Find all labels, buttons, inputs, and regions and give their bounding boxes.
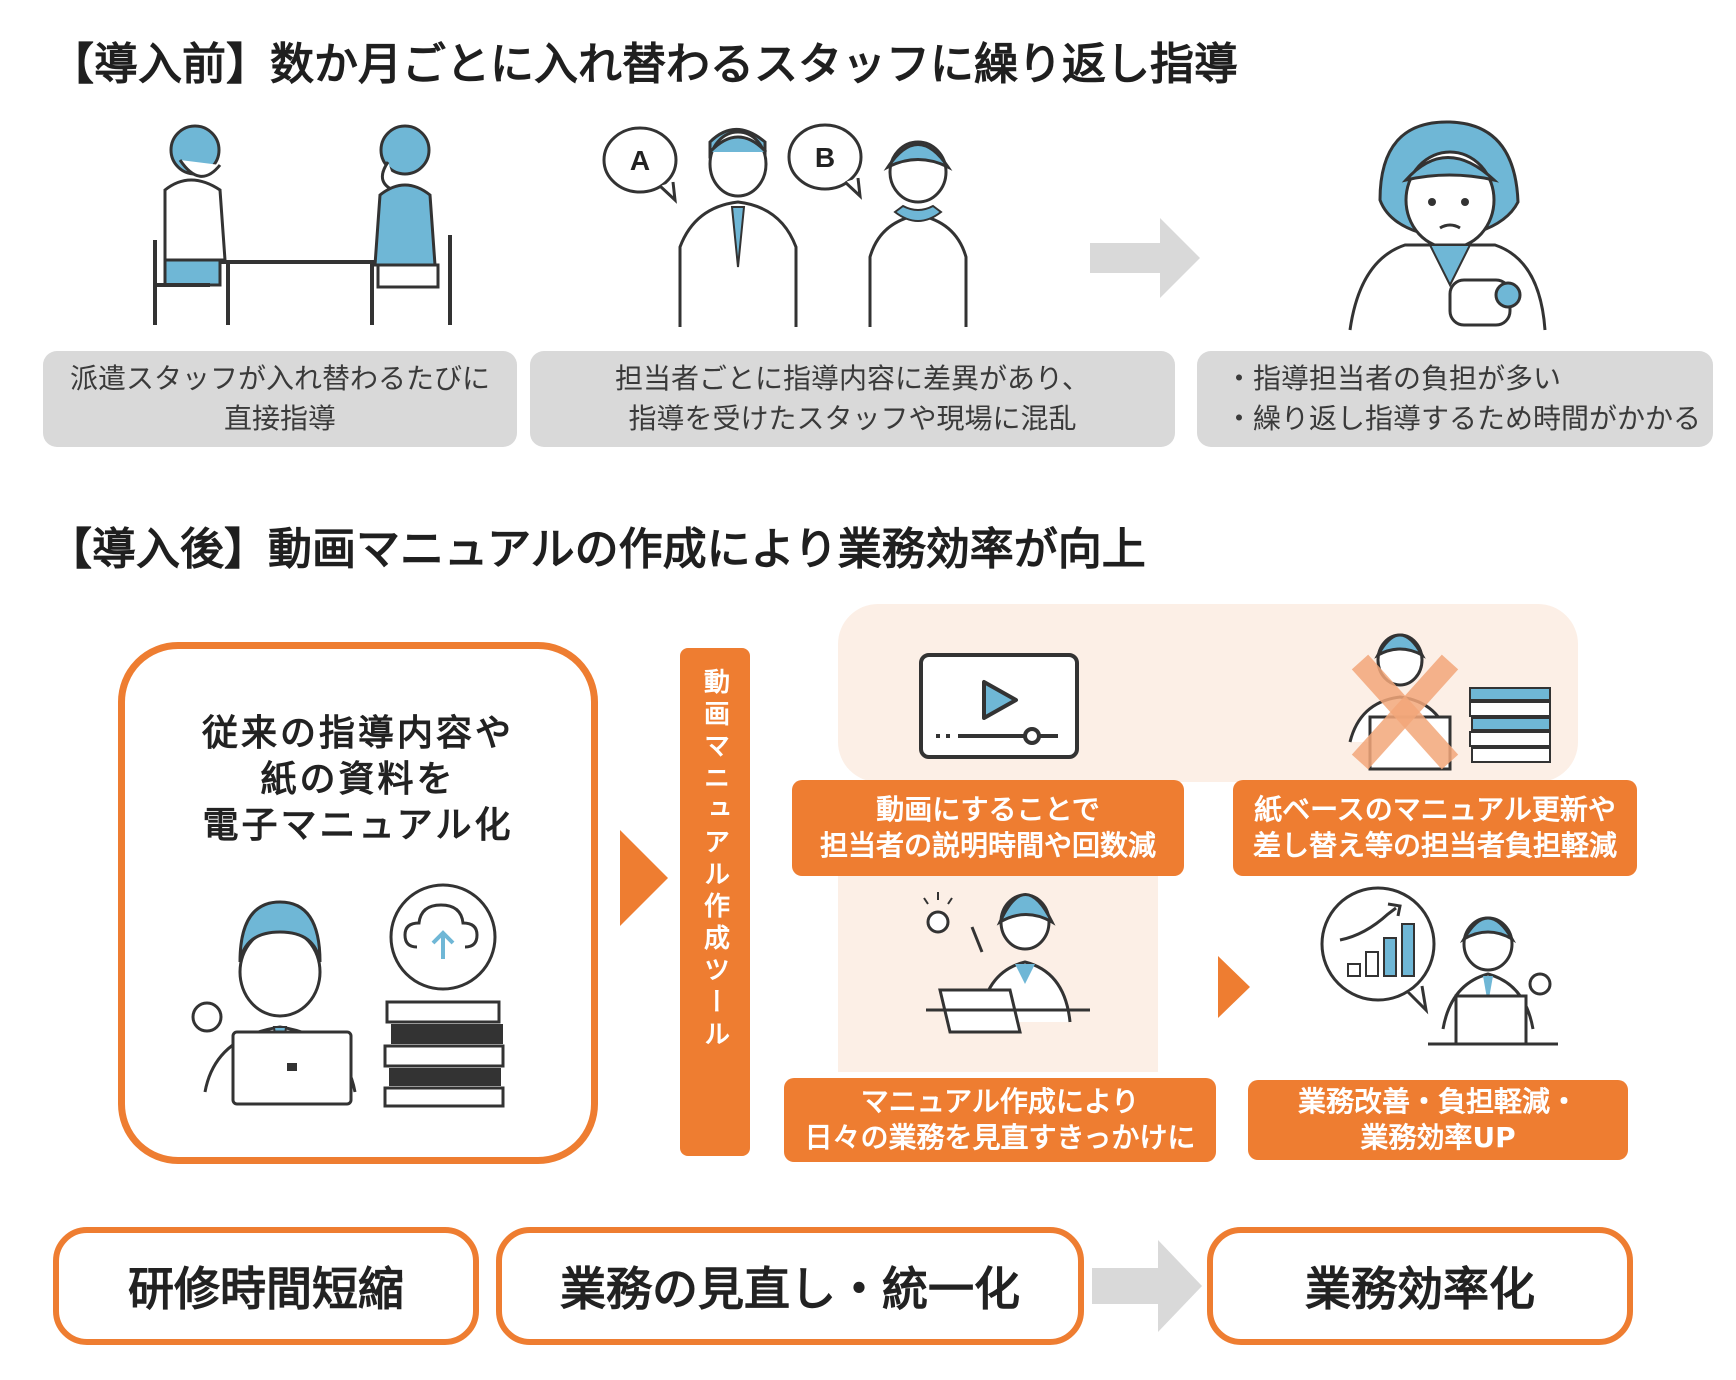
benefit-3-line-1: マニュアル作成により — [860, 1085, 1140, 1118]
benefit-1-line-1: 動画にすることで — [876, 793, 1100, 826]
paper-manual-worker-illustration — [1348, 633, 1551, 771]
bubble-b-label: B — [815, 142, 835, 173]
benefit-box-4: 業務改善・負担軽減・ 業務効率UP — [1248, 1080, 1628, 1160]
before-box-2-line-1: 担当者ごとに指導内容に差異があり、 — [615, 362, 1090, 395]
before-box-3-line-1: ・指導担当者の負担が多い — [1225, 362, 1562, 395]
peach-panel-left — [838, 868, 1158, 1072]
woman-laptop-idea-illustration — [923, 892, 1090, 1034]
troubled-worker-illustration — [1348, 120, 1547, 331]
staff-ab-illustration: A B — [602, 123, 968, 327]
pc-cloud-illustration — [191, 883, 505, 1108]
tool-label: 動画マニュアル作成ツール — [699, 668, 730, 1052]
digitize-line-2: 紙の資料を — [260, 759, 456, 800]
efficiency-up-illustration — [1320, 886, 1558, 1046]
benefit-1-line-2: 担当者の説明時間や回数減 — [819, 829, 1156, 862]
outcome-pill-training-time: 研修時間短縮 — [53, 1227, 479, 1345]
benefit-4-line-2: 業務効率UP — [1360, 1121, 1516, 1154]
digitize-text: 従来の指導内容や 紙の資料を 電子マニュアル化 — [125, 711, 591, 849]
digitize-line-3: 電子マニュアル化 — [202, 805, 514, 846]
before-box-2: 担当者ごとに指導内容に差異があり、 指導を受けたスタッフや現場に混乱 — [530, 351, 1175, 447]
before-box-1-line-1: 派遣スタッフが入れ替わるたびに — [69, 362, 490, 395]
outcome-pill-2-label: 業務の見直し・統一化 — [560, 1262, 1020, 1316]
arrow-right-icon — [1092, 1240, 1202, 1332]
before-box-1-line-2: 直接指導 — [223, 402, 336, 435]
benefit-box-2: 紙ベースのマニュアル更新や 差し替え等の担当者負担軽減 — [1233, 780, 1637, 876]
benefit-4-line-1: 業務改善・負担軽減・ — [1297, 1085, 1578, 1118]
benefit-2-line-2: 差し替え等の担当者負担軽減 — [1252, 829, 1617, 862]
benefit-box-1: 動画にすることで 担当者の説明時間や回数減 — [792, 780, 1184, 876]
benefit-box-3: マニュアル作成により 日々の業務を見直すきっかけに — [784, 1078, 1216, 1162]
arrow-right-icon — [1218, 956, 1250, 1018]
before-box-1: 派遣スタッフが入れ替わるたびに 直接指導 — [43, 351, 517, 447]
bubble-a-label: A — [630, 145, 650, 176]
after-heading: 【導入後】動画マニュアルの作成により業務効率が向上 — [48, 524, 1146, 575]
arrow-right-icon — [1090, 218, 1200, 298]
tool-label-bar: 動画マニュアル作成ツール — [680, 648, 750, 1156]
outcome-pill-review: 業務の見直し・統一化 — [496, 1227, 1084, 1345]
outcome-pill-efficiency: 業務効率化 — [1207, 1227, 1633, 1345]
benefit-3-line-2: 日々の業務を見直すきっかけに — [804, 1121, 1196, 1154]
outcome-pill-3-label: 業務効率化 — [1305, 1262, 1535, 1316]
benefit-2-line-1: 紙ベースのマニュアル更新や — [1254, 793, 1616, 826]
before-box-3: ・指導担当者の負担が多い ・繰り返し指導するため時間がかかる — [1197, 351, 1713, 447]
video-player-icon — [919, 653, 1079, 759]
meeting-illustration — [153, 124, 452, 325]
before-box-2-line-2: 指導を受けたスタッフや現場に混乱 — [628, 402, 1077, 435]
digitize-line-1: 従来の指導内容や — [201, 713, 514, 754]
before-heading: 【導入前】数か月ごとに入れ替わるスタッフに繰り返し指導 — [50, 39, 1238, 90]
outcome-pill-1-label: 研修時間短縮 — [128, 1262, 404, 1316]
before-box-3-line-2: ・繰り返し指導するため時間がかかる — [1225, 402, 1702, 435]
arrow-right-icon — [620, 830, 668, 926]
digitize-panel: 従来の指導内容や 紙の資料を 電子マニュアル化 — [118, 642, 598, 1164]
